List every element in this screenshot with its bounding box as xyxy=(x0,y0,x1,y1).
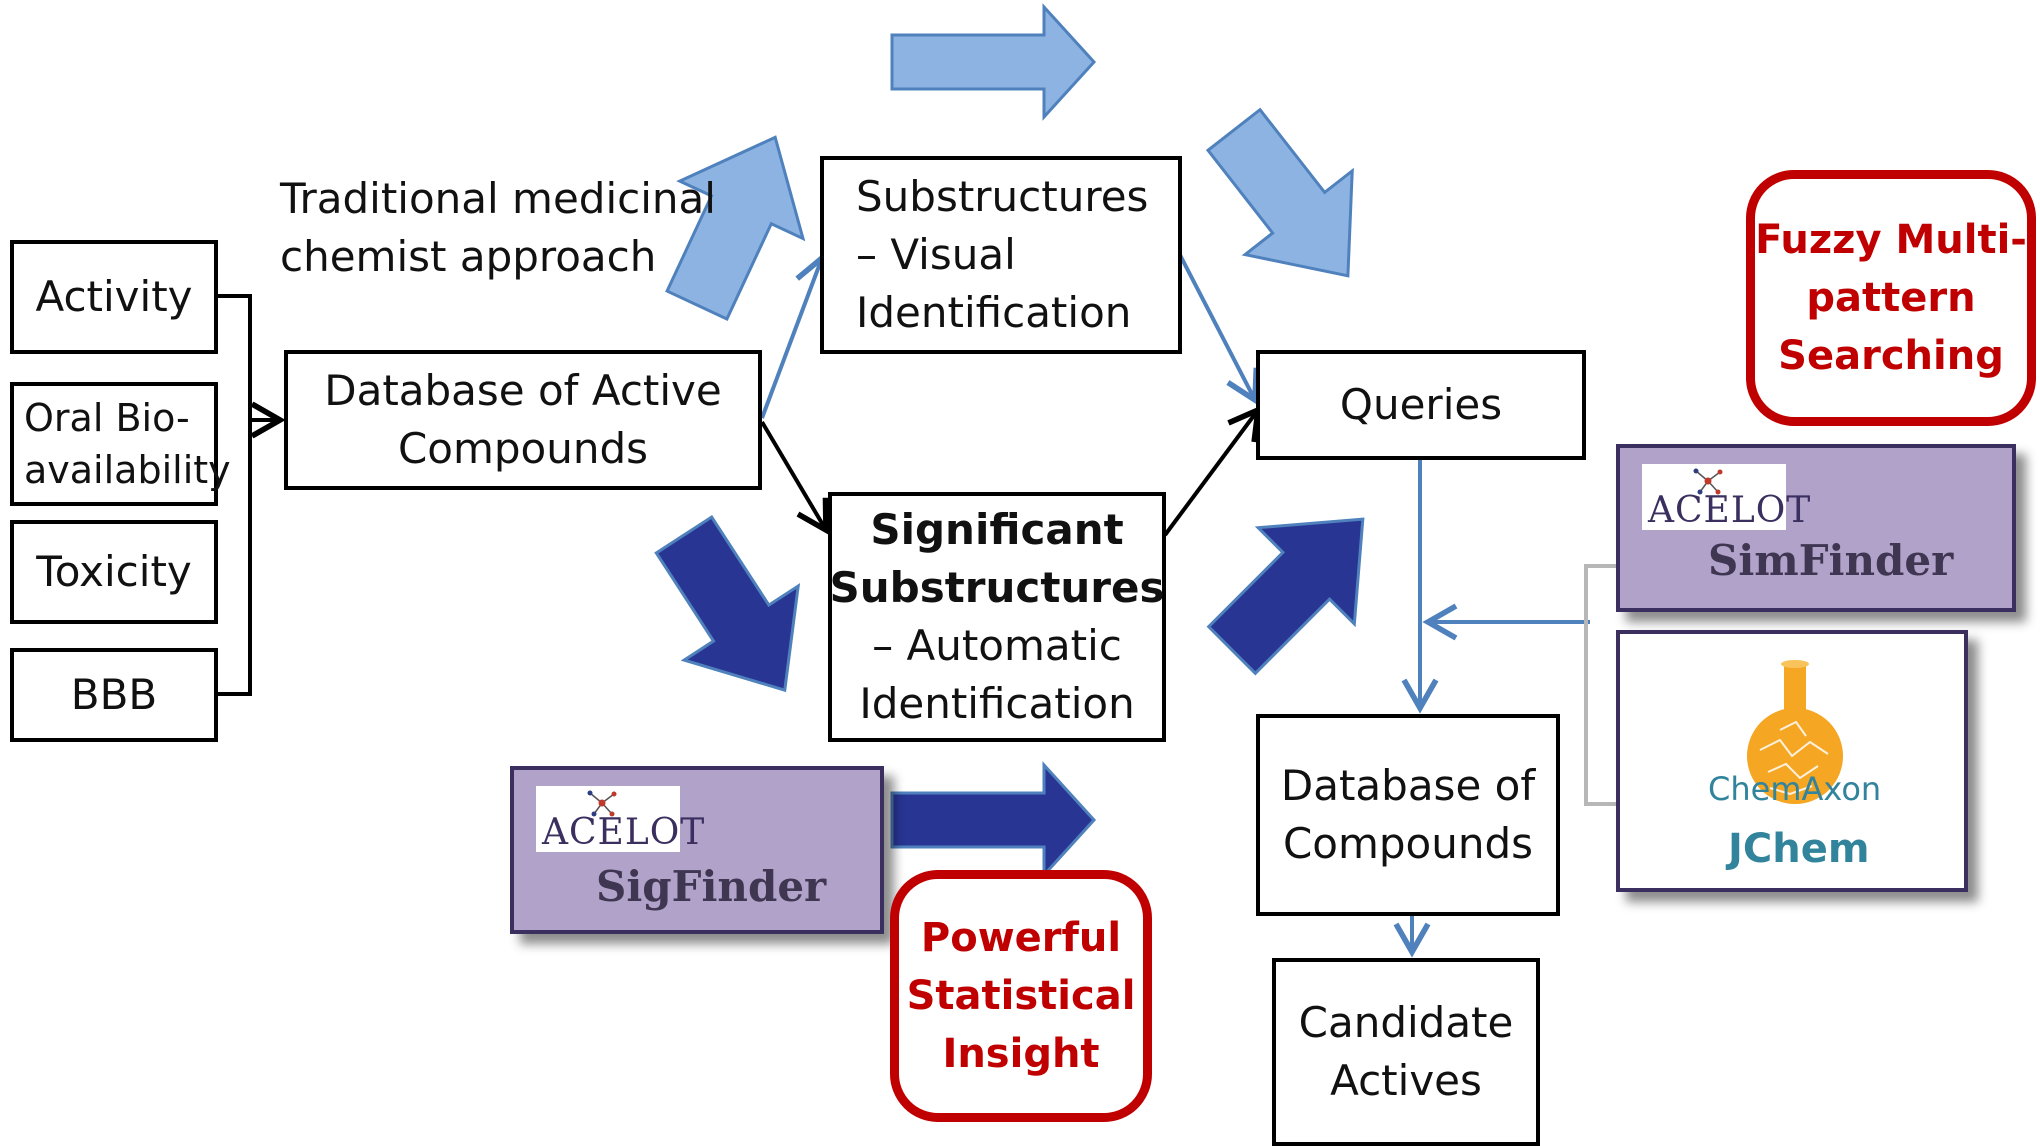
candidate-actives-box: Candidate Actives xyxy=(1272,958,1540,1146)
dark-arrow-up xyxy=(1206,517,1365,676)
chemaxon-label: ChemAxon xyxy=(1708,770,1882,808)
fuzzy-multi-pattern-callout: Fuzzy Multi- pattern Searching xyxy=(1746,170,2036,426)
molecule-icon xyxy=(1693,468,1723,495)
significant-to-queries-connector xyxy=(1163,405,1262,537)
light-arrow-right xyxy=(890,3,1097,121)
light-arrow-up xyxy=(665,135,806,321)
queries-box: Queries xyxy=(1256,350,1586,460)
sigfinder-label: SigFinder xyxy=(596,862,827,911)
db-to-visual-connector xyxy=(760,252,830,419)
oral-bioavailability-box: Oral Bio- availability xyxy=(10,382,231,506)
traditional-approach-label: Traditional medicinal chemist approach xyxy=(280,174,716,281)
substructures-visual-box: Substructures – Visual Identification xyxy=(820,156,1182,354)
database-compounds-box: Database of Compounds xyxy=(1256,714,1560,916)
flask-icon xyxy=(1747,660,1843,804)
acelot-logo: ACELOT xyxy=(536,786,704,853)
acelot-logo: ACELOT xyxy=(1642,464,1810,531)
dark-arrow-right xyxy=(890,761,1097,879)
jchem-label: JChem xyxy=(1728,826,1870,872)
activity-box: Activity xyxy=(10,240,218,354)
db-to-significant-connector xyxy=(760,420,829,535)
simfinder-label: SimFinder xyxy=(1708,536,1954,585)
significant-substructures-box: Significant Substructures – Automatic Id… xyxy=(828,492,1166,742)
light-arrow-down xyxy=(1205,107,1354,278)
dark-arrow-down xyxy=(654,514,801,693)
molecule-icon xyxy=(587,790,617,817)
bbb-box: BBB xyxy=(10,648,218,742)
powerful-statistical-insight-callout: Powerful Statistical Insight xyxy=(890,870,1152,1122)
tool-bracket xyxy=(1584,564,1620,806)
jchem-panel: ChemAxon JChem xyxy=(1616,630,1968,892)
toxicity-box: Toxicity xyxy=(10,520,218,624)
sigfinder-panel: ACELOT SigFinder xyxy=(510,766,884,934)
database-active-compounds-box: Database of Active Compounds xyxy=(284,350,762,490)
input-bracket xyxy=(216,294,286,696)
visual-to-queries-connector xyxy=(1178,254,1260,406)
simfinder-panel: ACELOT SimFinder xyxy=(1616,444,2016,612)
